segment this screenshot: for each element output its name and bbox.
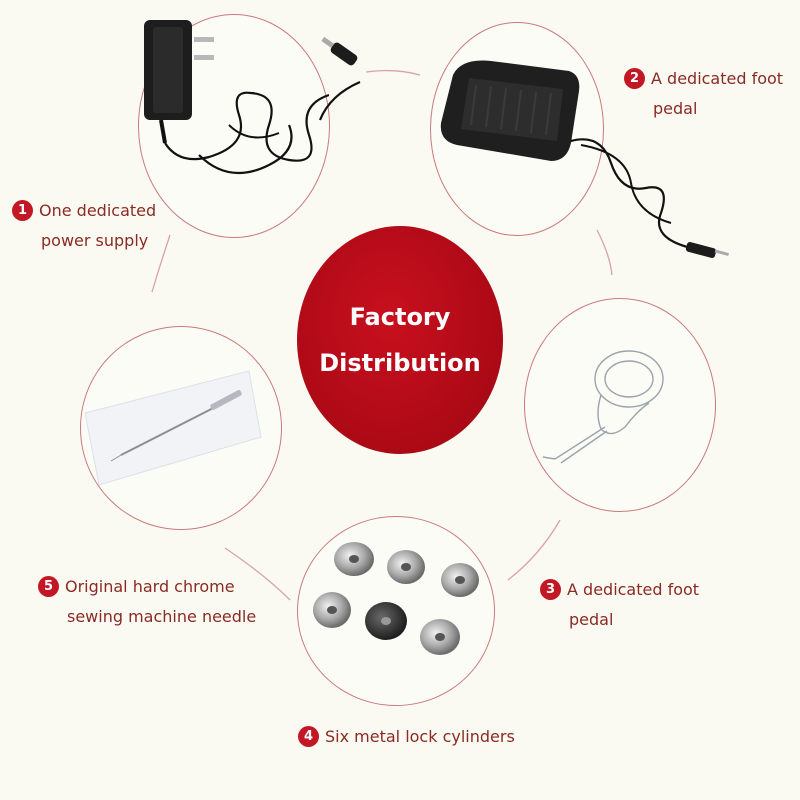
foot-pedal-icon bbox=[440, 60, 729, 259]
item-2-line2: pedal bbox=[653, 99, 698, 118]
item-3-line1: A dedicated foot bbox=[567, 580, 700, 599]
item-3-number: 3 bbox=[540, 579, 561, 600]
item-5-line1: Original hard chrome bbox=[65, 577, 235, 596]
bobbins-ring bbox=[297, 516, 495, 706]
item-4-line1: Six metal lock cylinders bbox=[325, 727, 515, 746]
item-1-line2: power supply bbox=[41, 231, 149, 250]
center-badge: Factory Distribution bbox=[297, 226, 503, 454]
power-adapter-icon bbox=[144, 20, 330, 175]
needle-threader-icon bbox=[542, 350, 664, 464]
foot-pedal-ring bbox=[430, 22, 729, 259]
item-5-label: 5 Original hard chrome sewing machine nee… bbox=[38, 572, 256, 632]
item-2-number: 2 bbox=[624, 68, 645, 89]
item-3-label: 3 A dedicated foot pedal bbox=[540, 575, 699, 635]
sewing-needle-ring bbox=[80, 326, 282, 530]
power-supply-ring bbox=[138, 14, 330, 238]
item-4-number: 4 bbox=[298, 726, 319, 747]
sewing-needle-icon bbox=[84, 370, 262, 486]
item-5-number: 5 bbox=[38, 576, 59, 597]
item-1-label: 1 One dedicated power supply bbox=[12, 196, 156, 256]
item-1-line1: One dedicated bbox=[39, 201, 157, 220]
item-5-line2: sewing machine needle bbox=[67, 607, 257, 626]
bobbins-icon bbox=[313, 542, 479, 655]
item-2-line1: A dedicated foot bbox=[651, 69, 784, 88]
center-title-line1: Factory bbox=[349, 303, 451, 331]
center-title-line2: Distribution bbox=[319, 349, 481, 377]
item-1-number: 1 bbox=[12, 200, 33, 221]
needle-threader-ring bbox=[524, 298, 716, 512]
item-4-label: 4 Six metal lock cylinders bbox=[298, 722, 515, 752]
item-2-label: 2 A dedicated foot pedal bbox=[624, 64, 783, 124]
item-3-line2: pedal bbox=[569, 610, 614, 629]
